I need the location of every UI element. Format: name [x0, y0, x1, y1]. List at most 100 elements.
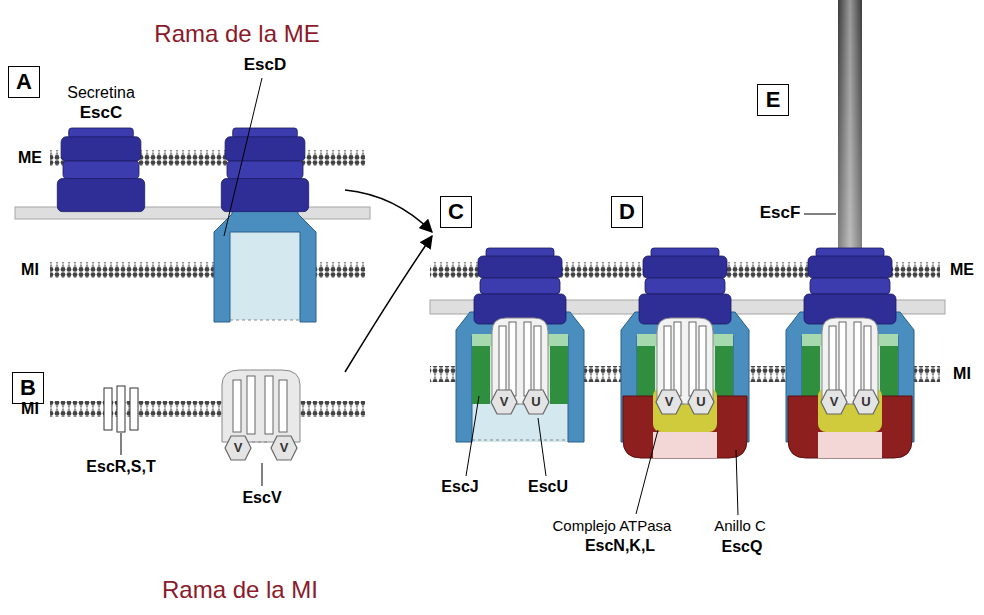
secretin-ring	[57, 128, 144, 212]
secretin-ring	[221, 128, 308, 212]
part-label: Secretina	[67, 84, 135, 102]
leader-line	[538, 418, 546, 476]
basal-body	[456, 248, 584, 442]
escf-needle	[838, 0, 862, 252]
branch-title: Rama de la MI	[162, 576, 318, 604]
escd-ring	[230, 320, 300, 321]
panel-letter-text: C	[448, 200, 464, 224]
membrane-label: ME	[950, 261, 974, 279]
membrane-label: MI	[21, 261, 39, 279]
escv-complex	[279, 380, 287, 432]
membrane-label: MI	[21, 400, 39, 418]
leader-line	[224, 78, 262, 236]
subunit-letter: U	[696, 395, 705, 409]
subunit-letter: V	[665, 395, 674, 409]
subunit-letter: V	[234, 441, 243, 455]
part-label: EscV	[242, 489, 281, 507]
escd-ring	[214, 205, 316, 322]
subunit-hexagon: V	[820, 389, 848, 415]
panel-letter-text: B	[20, 376, 36, 400]
hexagon-outline	[853, 390, 879, 414]
escv-complex	[252, 442, 270, 443]
leader-line	[636, 430, 658, 514]
inner-membrane	[50, 262, 365, 278]
leader-line	[262, 463, 263, 486]
membrane-label: MI	[953, 365, 971, 383]
subunit-hexagon: V	[270, 435, 298, 461]
escrst-proteins	[117, 386, 125, 432]
escv-complex	[265, 376, 273, 434]
secretin-ring	[221, 128, 308, 212]
part-label: EscQ	[722, 538, 763, 556]
part-label: EscJ	[441, 478, 478, 496]
membrane-label: ME	[18, 149, 42, 167]
basal-body	[456, 248, 584, 442]
subunit-letter: V	[830, 395, 839, 409]
escrst-proteins	[104, 388, 112, 430]
part-label: EscR,S,T	[86, 458, 155, 476]
panel-letter-text: E	[766, 88, 781, 112]
subunit-hexagon: U	[687, 389, 715, 415]
basal-body	[621, 248, 749, 458]
leader-line	[466, 214, 836, 515]
escrst-proteins	[130, 388, 138, 430]
assembly-arrow	[345, 236, 432, 372]
secretin-ring	[57, 128, 144, 212]
hexagon-outline	[271, 436, 297, 460]
escf-needle	[838, 0, 862, 252]
inner-membrane	[50, 262, 365, 278]
part-label: EscC	[80, 103, 123, 123]
subunit-hexagon: V	[655, 389, 683, 415]
escd-ring	[214, 205, 316, 322]
leader-line	[804, 214, 836, 215]
hexagon-outline	[225, 436, 251, 460]
assembly-arrow	[345, 190, 432, 232]
subunit-hexagon: U	[852, 389, 880, 415]
leader-line	[121, 433, 122, 455]
leader-line	[121, 433, 122, 455]
subunit-letter: V	[500, 395, 509, 409]
part-label: Complejo ATPasa	[553, 517, 672, 534]
subunit-letter: U	[531, 395, 540, 409]
subunit-hexagon: U	[522, 389, 550, 415]
panel-letter: E	[757, 84, 789, 116]
escd-ring	[230, 232, 300, 320]
subunit-letter: V	[280, 441, 289, 455]
escv-complex	[222, 370, 300, 442]
leader-line	[736, 450, 738, 515]
panel-letter: B	[12, 372, 44, 404]
part-label: EscU	[528, 478, 568, 496]
panel-letter: C	[440, 196, 472, 228]
inner-membrane	[50, 401, 365, 417]
escf-needle	[838, 0, 862, 252]
subunit-hexagon: V	[490, 389, 518, 415]
leader-line	[466, 396, 479, 476]
panel-letter: A	[8, 66, 40, 98]
escv-complex	[247, 376, 255, 434]
part-label: Anillo C	[714, 517, 766, 534]
hexagon-outline	[688, 390, 714, 414]
hexagon-outline	[656, 390, 682, 414]
subunit-letter: U	[861, 395, 870, 409]
inner-membrane	[50, 401, 365, 417]
hexagon-outline	[821, 390, 847, 414]
assembly-arrow	[345, 190, 432, 372]
panel-letter-text: D	[619, 200, 635, 224]
hexagon-outline	[523, 390, 549, 414]
panel-letter: D	[611, 196, 643, 228]
branch-title: Rama de la ME	[154, 20, 319, 48]
basal-body	[786, 248, 914, 458]
part-label: EscD	[244, 55, 287, 75]
escv-complex	[233, 380, 241, 432]
hexagon-outline	[491, 390, 517, 414]
part-label: EscF	[760, 203, 801, 223]
leader-line	[262, 463, 263, 486]
panel-letter-text: A	[16, 70, 32, 94]
subunit-hexagon: V	[224, 435, 252, 461]
part-label: EscN,K,L	[585, 537, 655, 555]
escv-complex	[222, 370, 300, 442]
escrst-proteins	[104, 386, 138, 432]
leader-line	[224, 78, 262, 236]
